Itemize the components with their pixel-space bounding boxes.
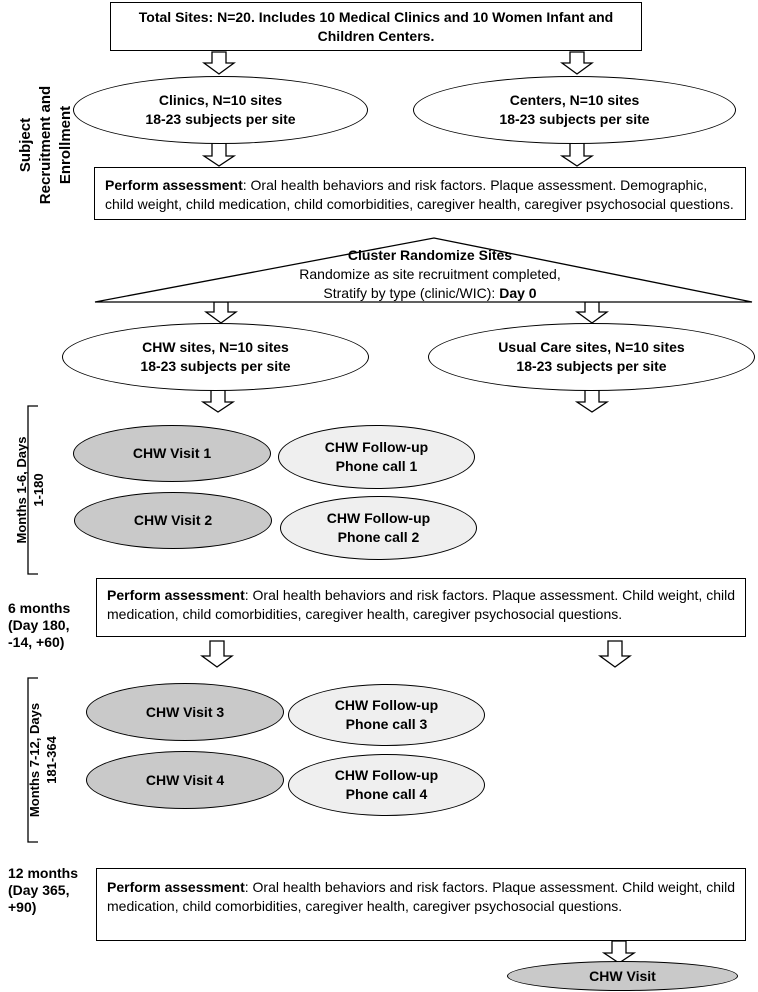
- six-months-line2: (Day 180,: [8, 617, 70, 633]
- chw-visit-4: CHW Visit 4: [86, 751, 284, 809]
- arrow-down-icon: [200, 640, 234, 668]
- chw-call-1: CHW Follow-up Phone call 1: [278, 425, 475, 489]
- assessment-details: : Oral health behaviors and risk factors…: [107, 879, 735, 914]
- chw-call-3-title: CHW Follow-up: [334, 697, 439, 713]
- clinics-subjects: 18-23 subjects per site: [145, 111, 296, 127]
- total-sites-text: Total Sites: N=20. Includes 10 Medical C…: [138, 9, 614, 44]
- enrollment-label-line1: Subject: [17, 117, 34, 173]
- clinics-node: Clinics, N=10 sites 18-23 subjects per s…: [73, 76, 368, 144]
- chw-call-3-label: Phone call 3: [345, 716, 428, 732]
- assessment-details: : Oral health behaviors and risk factors…: [107, 587, 735, 622]
- twelve-months-label: 12 months (Day 365, +90): [8, 865, 90, 916]
- enrollment-label-line2: Recruitment and: [37, 85, 54, 205]
- chw-visit-2: CHW Visit 2: [74, 492, 272, 549]
- chw-visit-1: CHW Visit 1: [73, 425, 271, 482]
- chw-call-2-title: CHW Follow-up: [326, 510, 431, 526]
- arrow-down-icon: [574, 389, 610, 413]
- assessment-heading: Perform assessment: [107, 587, 245, 603]
- centers-subjects: 18-23 subjects per site: [499, 111, 650, 127]
- period1-label-line1: Months 1-6, Days: [14, 436, 29, 544]
- usual-care-node: Usual Care sites, N=10 sites 18-23 subje…: [428, 323, 755, 391]
- twelve-months-line2: (Day 365,: [8, 882, 70, 898]
- arrow-down-icon: [202, 51, 236, 75]
- randomize-triangle: [94, 237, 753, 303]
- chw-call-4: CHW Follow-up Phone call 4: [288, 754, 485, 816]
- period2-bracket: [27, 677, 38, 843]
- chw-call-4-label: Phone call 4: [345, 786, 428, 802]
- chw-sites-title: CHW sites, N=10 sites: [142, 339, 289, 355]
- randomize-text: Cluster Randomize Sites Randomize as sit…: [240, 246, 620, 303]
- chw-call-3: CHW Follow-up Phone call 3: [288, 684, 485, 746]
- enrollment-label: Subject Recruitment and Enrollment: [16, 50, 78, 240]
- chw-call-1-title: CHW Follow-up: [324, 439, 429, 455]
- arrow-down-icon: [559, 142, 595, 167]
- assessment-box-6-months: Perform assessment: Oral health behavior…: [96, 578, 746, 637]
- arrow-down-icon: [575, 301, 609, 324]
- arrow-down-icon: [598, 640, 632, 668]
- assessment-details: : Oral health behaviors and risk factors…: [105, 177, 734, 212]
- enrollment-label-line3: Enrollment: [57, 105, 74, 185]
- chw-visit-4-label: CHW Visit 4: [145, 771, 225, 788]
- twelve-months-line1: 12 months: [8, 865, 79, 881]
- usual-care-title: Usual Care sites, N=10 sites: [498, 339, 685, 355]
- randomize-title: Cluster Randomize Sites: [347, 247, 513, 263]
- clinics-title: Clinics, N=10 sites: [158, 92, 283, 108]
- period2-label-line1: Months 7-12, Days: [27, 702, 42, 818]
- chw-visit-final-label: CHW Visit: [589, 967, 656, 984]
- chw-call-4-title: CHW Follow-up: [334, 767, 439, 783]
- centers-node: Centers, N=10 sites 18-23 subjects per s…: [413, 76, 736, 144]
- arrow-down-icon: [204, 301, 238, 324]
- chw-sites-subjects: 18-23 subjects per site: [140, 358, 291, 374]
- period2-label: Months 7-12, Days 181-364: [26, 698, 66, 822]
- arrow-down-icon: [560, 51, 594, 75]
- usual-care-subjects: 18-23 subjects per site: [516, 358, 667, 374]
- six-months-line1: 6 months: [8, 600, 71, 616]
- arrow-down-icon: [601, 940, 637, 964]
- arrow-down-icon: [200, 389, 236, 413]
- six-months-line3: -14, +60): [8, 634, 65, 650]
- period1-bracket: [27, 405, 38, 575]
- chw-visit-2-label: CHW Visit 2: [133, 512, 213, 528]
- arrow-down-icon: [201, 142, 237, 167]
- chw-sites-node: CHW sites, N=10 sites 18-23 subjects per…: [62, 323, 369, 391]
- randomize-stratify-text: Stratify by type (clinic/WIC):: [323, 285, 500, 301]
- chw-visit-3-label: CHW Visit 3: [145, 703, 225, 720]
- assessment-box-12-months: Perform assessment: Oral health behavior…: [96, 868, 746, 941]
- total-sites-box: Total Sites: N=20. Includes 10 Medical C…: [110, 2, 642, 51]
- chw-visit-3: CHW Visit 3: [86, 683, 284, 741]
- randomize-stratify: Stratify by type (clinic/WIC): Day 0: [240, 284, 620, 303]
- period1-label: Months 1-6, Days 1-180: [13, 435, 53, 545]
- assessment-box-baseline: Perform assessment: Oral health behavior…: [94, 167, 746, 220]
- centers-title: Centers, N=10 sites: [509, 92, 640, 108]
- twelve-months-line3: +90): [8, 899, 37, 915]
- chw-visit-final: CHW Visit: [507, 961, 738, 991]
- assessment-heading: Perform assessment: [107, 879, 245, 895]
- chw-visit-1-label: CHW Visit 1: [132, 445, 212, 461]
- randomize-day: Day 0: [499, 285, 537, 301]
- period1-label-line2: 1-180: [31, 473, 46, 507]
- chw-call-2: CHW Follow-up Phone call 2: [280, 496, 477, 560]
- randomize-rule: Randomize as site recruitment completed,: [299, 266, 561, 282]
- chw-call-1-label: Phone call 1: [335, 458, 418, 474]
- chw-call-2-label: Phone call 2: [337, 529, 420, 545]
- period2-label-line2: 181-364: [44, 736, 59, 784]
- six-months-label: 6 months (Day 180, -14, +60): [8, 600, 90, 651]
- assessment-heading: Perform assessment: [105, 177, 243, 193]
